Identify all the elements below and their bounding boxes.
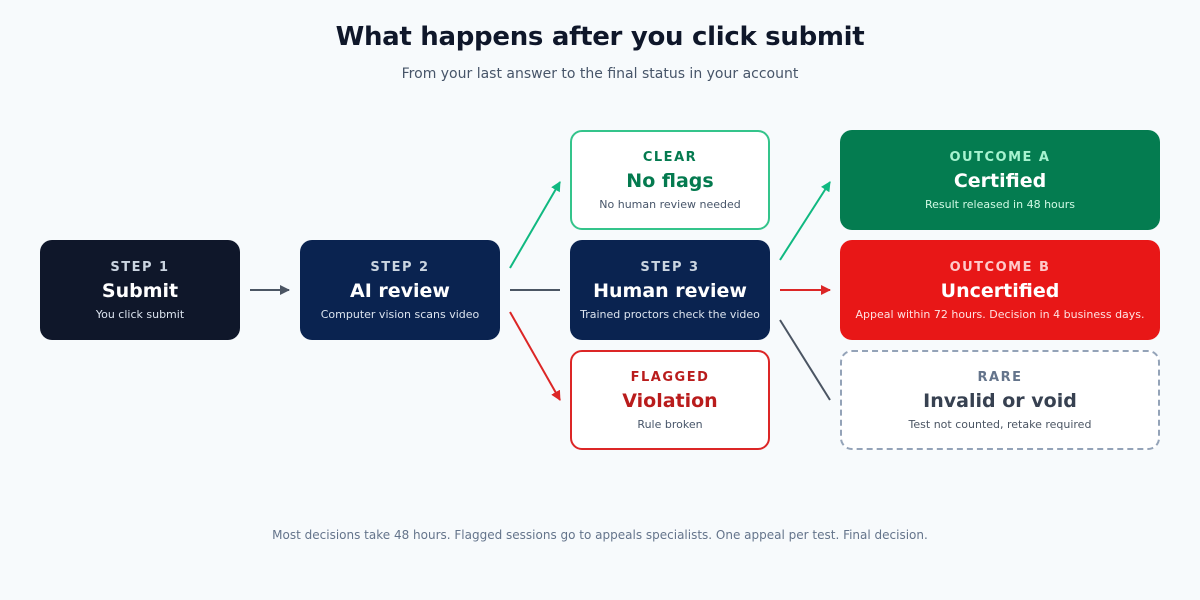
node-outcome-a-heading: Certified [953,169,1047,192]
node-outcome-a-desc: Result released in 48 hours [924,197,1076,211]
node-ai-review-eyebrow: STEP 2 [370,259,430,275]
node-outcome-b-desc: Appeal within 72 hours. Decision in 4 bu… [855,307,1145,321]
arrow-ai-to-flagged [509,311,561,401]
node-flagged-desc: Rule broken [637,417,703,431]
page-title: What happens after you click submit [335,22,865,52]
node-flagged-heading: Violation [622,389,718,412]
node-rare-eyebrow: RARE [977,369,1023,385]
line-human-to-rare [779,319,831,401]
footer-note: Most decisions take 48 hours. Flagged se… [272,528,928,542]
node-ai-review-desc: Computer vision scans video [320,307,480,321]
node-human-review: STEP 3 Human review Trained proctors che… [570,240,770,340]
node-flagged-eyebrow: FLAGGED [630,369,710,385]
node-outcome-b-eyebrow: OUTCOME B [949,259,1051,275]
node-submit-desc: You click submit [95,307,185,321]
node-submit-heading: Submit [101,279,179,302]
arrow-human-to-certified [779,181,831,261]
node-outcome-a-eyebrow: OUTCOME A [949,149,1051,165]
node-outcome-b: OUTCOME B Uncertified Appeal within 72 h… [840,240,1160,340]
node-outcome-b-heading: Uncertified [940,279,1060,302]
node-submit-eyebrow: STEP 1 [110,259,170,275]
node-human-review-heading: Human review [593,279,747,302]
page-subtitle: From your last answer to the final statu… [401,66,799,82]
node-clear-eyebrow: CLEAR [642,149,698,165]
node-rare-desc: Test not counted, retake required [908,417,1092,431]
node-human-review-eyebrow: STEP 3 [640,259,700,275]
node-clear-desc: No human review needed [599,197,741,211]
node-ai-review: STEP 2 AI review Computer vision scans v… [300,240,500,340]
arrow-ai-to-clear [509,181,561,269]
node-rare-heading: Invalid or void [923,389,1077,412]
node-rare: RARE Invalid or void Test not counted, r… [840,350,1160,450]
node-clear-heading: No flags [626,169,714,192]
node-outcome-a: OUTCOME A Certified Result released in 4… [840,130,1160,230]
node-submit: STEP 1 Submit You click submit [40,240,240,340]
node-flagged: FLAGGED Violation Rule broken [570,350,770,450]
node-ai-review-heading: AI review [350,279,450,302]
node-human-review-desc: Trained proctors check the video [580,307,760,321]
node-clear: CLEAR No flags No human review needed [570,130,770,230]
